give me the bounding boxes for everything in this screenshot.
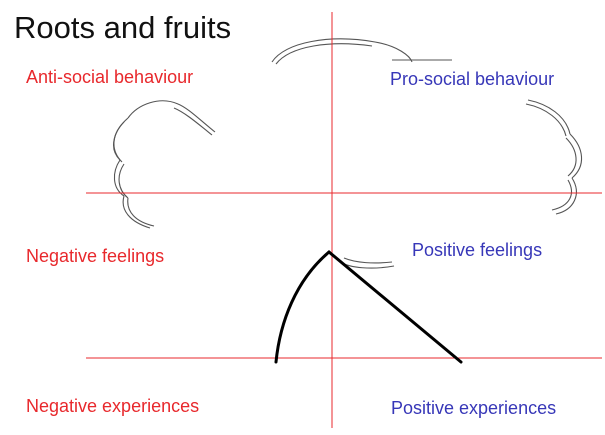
tree-trunk: [274, 250, 463, 364]
trunk-right-line: [327, 250, 463, 364]
positive-feelings-label: Positive feelings: [412, 240, 543, 260]
anti-social-behaviour-label: Anti-social behaviour: [26, 67, 194, 87]
pro-social-behaviour-label: Pro-social behaviour: [390, 69, 555, 89]
page-title: Roots and fruits: [14, 10, 232, 45]
trunk-left-line: [274, 250, 331, 364]
negative-experiences-label: Negative experiences: [26, 396, 200, 416]
negative-feelings-label: Negative feelings: [26, 246, 165, 266]
tree-canopy: [113, 38, 583, 269]
quadrant-axes: [86, 12, 602, 428]
positive-experiences-label: Positive experiences: [391, 398, 557, 418]
